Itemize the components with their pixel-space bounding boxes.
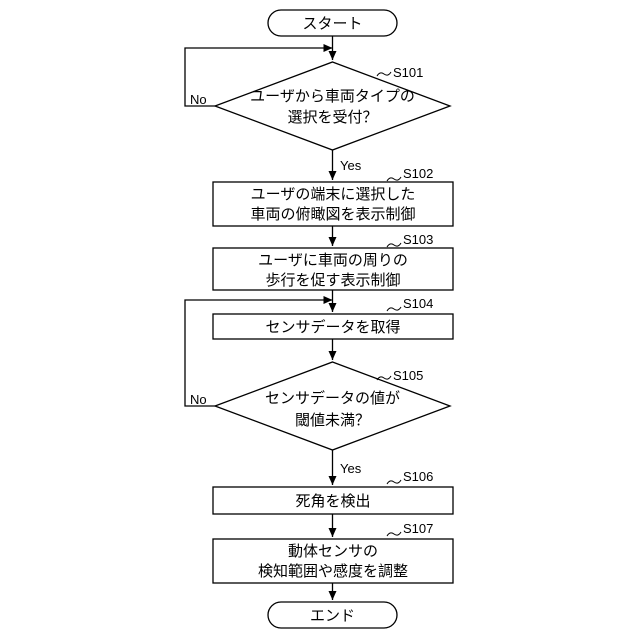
s102-line-1: ユーザの端末に選択した [251, 185, 416, 203]
start-label: スタート [302, 15, 362, 33]
s105-no-label: No [190, 392, 207, 407]
s102-step-label: S102 [403, 166, 433, 181]
s106-line-1: 死角を検出 [295, 492, 370, 510]
step-s103-process: ユーザに車両の周りの 歩行を促す表示制御 [213, 248, 453, 290]
end-terminal: エンド [268, 602, 397, 628]
s103-step-label: S103 [403, 232, 433, 247]
s106-leader [387, 480, 401, 484]
step-s102-process: ユーザの端末に選択した 車両の俯瞰図を表示制御 [213, 182, 453, 226]
s101-step-label: S101 [393, 65, 423, 80]
s106-step-label: S106 [403, 469, 433, 484]
s104-leader [387, 307, 401, 311]
end-label: エンド [310, 607, 355, 625]
step-s104-process: センサデータを取得 [213, 314, 453, 339]
s107-leader [387, 532, 401, 536]
s103-line-2: 歩行を促す表示制御 [265, 271, 400, 289]
s101-leader [377, 72, 391, 76]
s107-step-label: S107 [403, 521, 433, 536]
step-s107-process: 動体センサの 検知範囲や感度を調整 [213, 539, 453, 583]
s105-yes-label: Yes [340, 461, 362, 476]
s101-yes-label: Yes [340, 158, 362, 173]
s101-no-label: No [190, 92, 207, 107]
s103-leader [387, 243, 401, 247]
s101-line-1: ユーザから車両タイプの [250, 87, 415, 105]
s101-line-2: 選択を受付？ [287, 108, 377, 126]
s105-line-1: センサデータの値が [265, 389, 400, 407]
s105-step-label: S105 [393, 368, 423, 383]
s104-line-1: センサデータを取得 [265, 318, 400, 336]
start-terminal: スタート [268, 10, 397, 36]
s107-line-2: 検知範囲や感度を調整 [258, 562, 408, 580]
s103-line-1: ユーザに車両の周りの [258, 251, 408, 269]
s102-line-2: 車両の俯瞰図を表示制御 [250, 205, 415, 223]
s102-leader [387, 177, 401, 181]
s104-step-label: S104 [403, 296, 433, 311]
s105-line-2: 閾値未満？ [295, 411, 370, 429]
s107-line-1: 動体センサの [288, 542, 378, 560]
step-s106-process: 死角を検出 [213, 487, 453, 514]
